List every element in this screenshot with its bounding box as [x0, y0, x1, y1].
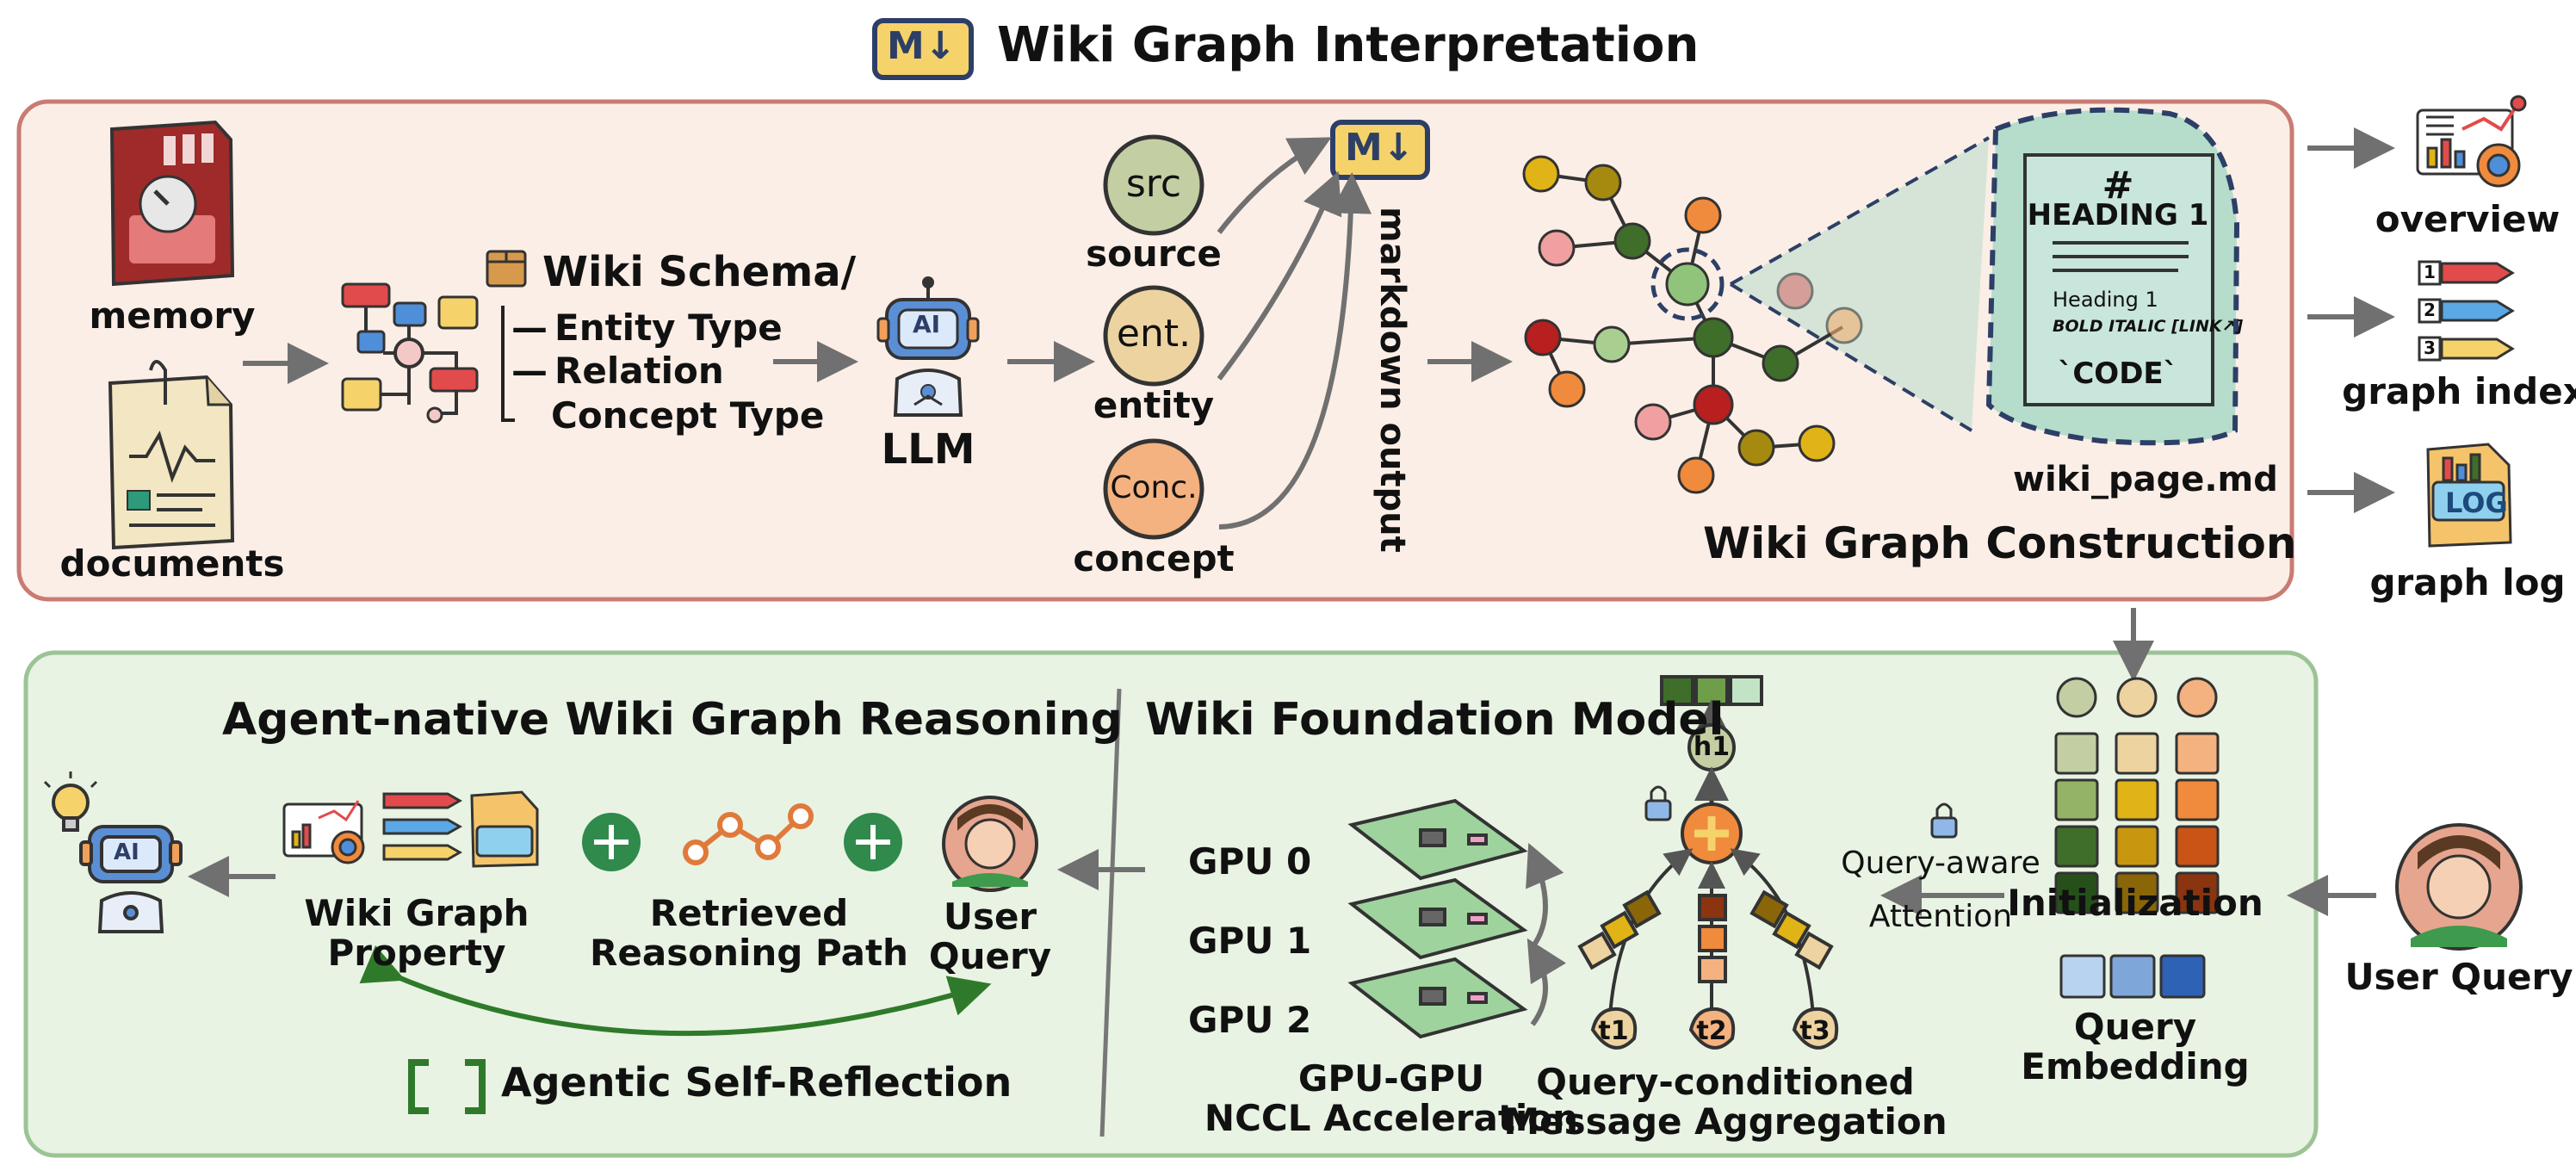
- memory-label: memory: [89, 294, 256, 337]
- memory-card-icon: [109, 120, 235, 287]
- markdown-output-label: markdown output: [1372, 207, 1412, 553]
- initialization-label: Initialization: [2007, 882, 2263, 924]
- ai-robot-bulb-icon: [43, 771, 183, 933]
- schema-prefix-1: —: [511, 307, 548, 349]
- page-bold-italic: BOLD ITALIC [LINK↗]: [2053, 317, 2244, 336]
- schema-title: Wiki Schema/: [542, 248, 857, 296]
- concept-node-shape: [1103, 438, 1204, 540]
- user-avatar-right: [2395, 823, 2523, 951]
- schema-tree-icon: [341, 282, 479, 424]
- page-hash: #: [2102, 164, 2134, 208]
- property-label-2: Property: [327, 932, 506, 974]
- initialization-matrix: [2054, 677, 2220, 914]
- log-tag: LOG: [2445, 486, 2508, 519]
- page-heading1: HEADING 1: [2027, 198, 2209, 232]
- gpu-boards: [1347, 798, 1528, 1039]
- schema-entity-type: Entity Type: [554, 307, 783, 349]
- zoom-cone: [1731, 138, 1989, 431]
- attention-label-1: Query-aware: [1841, 846, 2040, 881]
- bottom-flow-arrows: [188, 842, 2376, 1026]
- graph-log-label: graph log: [2369, 561, 2566, 604]
- graph-log-icon: [2426, 443, 2512, 548]
- reasoning-title: Agent-native Wiki Graph Reasoning: [222, 694, 1123, 746]
- schema-prefix-2: —: [511, 350, 548, 392]
- gpu-0-label: GPU 0: [1188, 840, 1312, 883]
- bottom-divider: [1099, 688, 1122, 1137]
- attention-label-2: Attention: [1868, 899, 2013, 934]
- graph-index-icon: [2418, 260, 2515, 362]
- nccl-label-1: GPU-GPU: [1297, 1057, 1485, 1100]
- documents-label: documents: [59, 542, 285, 585]
- concept-node-tag: Conc.: [1110, 470, 1198, 505]
- reflection-loop-icon: [408, 1059, 486, 1114]
- lock-icon: [1644, 785, 1672, 821]
- bottom-robot-ai-text: AI: [114, 840, 139, 865]
- property-icons: [282, 790, 539, 868]
- t2-label: t2: [1696, 1016, 1727, 1046]
- source-label: source: [1086, 232, 1222, 275]
- index-number-3: 3: [2424, 338, 2436, 358]
- gpu-2-label: GPU 2: [1188, 999, 1312, 1041]
- entity-node-tag: ent.: [1116, 312, 1192, 356]
- index-number-1: 1: [2424, 262, 2436, 282]
- embedding-label-2: Embedding: [2021, 1045, 2250, 1087]
- llm-label: LLM: [881, 425, 975, 474]
- robot-ai-text: AI: [913, 310, 941, 338]
- source-node-tag: src: [1125, 162, 1182, 206]
- document-icon: [108, 360, 235, 550]
- aggregation-graph: [1577, 675, 1839, 1050]
- robot-llm-icon: [876, 276, 980, 417]
- path-label-2: Reasoning Path: [590, 932, 908, 974]
- plus-icon: [582, 813, 641, 871]
- attention-lock-icon: [1930, 802, 1958, 839]
- user-query-left-2: Query: [928, 935, 1052, 977]
- reasoning-path-icon: [683, 803, 814, 865]
- path-label-1: Retrieved: [649, 892, 849, 934]
- h1-label: h1: [1693, 732, 1731, 762]
- markdown-output-badge-text: M↓: [1345, 126, 1415, 170]
- overview-chart-icon: [2416, 95, 2527, 188]
- user-query-right-label: User Query: [2344, 956, 2573, 998]
- source-node-shape: [1103, 134, 1204, 236]
- aggregation-label-1: Query-conditioned: [1536, 1061, 1915, 1103]
- foundation-title: Wiki Foundation Model: [1145, 694, 1725, 746]
- title-badge-text: M↓: [887, 24, 957, 68]
- index-number-2: 2: [2424, 300, 2436, 320]
- gpu-1-label: GPU 1: [1188, 920, 1312, 962]
- plus-icon-2: [844, 813, 902, 871]
- graph-nodes: [1522, 155, 1863, 494]
- markdown-output-badge-icon: [1330, 120, 1430, 180]
- embedding-label-1: Query: [2073, 1006, 2197, 1048]
- graph-index-label: graph index: [2342, 370, 2576, 412]
- aggregation-label-2: Message Aggregation: [1503, 1100, 1947, 1143]
- query-embedding-blocks: [2059, 954, 2206, 999]
- graph-construction-label: Wiki Graph Construction: [1703, 518, 2297, 568]
- wiki-page-filename: wiki_page.md: [2013, 460, 2278, 499]
- package-icon: [486, 250, 527, 288]
- self-reflection-arrow: [359, 945, 992, 1037]
- concept-label: concept: [1073, 537, 1235, 579]
- page-heading-small: Heading 1: [2053, 288, 2158, 312]
- entity-label: entity: [1093, 384, 1215, 426]
- page-title: Wiki Graph Interpretation: [997, 17, 1700, 73]
- user-avatar-left: [942, 796, 1038, 892]
- entity-node-shape: [1103, 285, 1204, 387]
- property-label-1: Wiki Graph: [304, 892, 529, 934]
- page-code: `CODE`: [2058, 356, 2178, 391]
- top-flow-arrows: [243, 127, 2395, 682]
- self-reflection-label: Agentic Self-Reflection: [501, 1059, 1012, 1106]
- t3-label: t3: [1799, 1016, 1830, 1046]
- t1-label: t1: [1598, 1016, 1629, 1046]
- user-query-left-1: User: [943, 895, 1037, 938]
- overview-label: overview: [2375, 198, 2561, 240]
- markdown-logo-icon: [872, 18, 974, 80]
- schema-relation: Relation: [554, 350, 724, 392]
- schema-concept-type: Concept Type: [551, 394, 825, 437]
- nccl-label-2: NCCL Acceleration: [1204, 1097, 1579, 1139]
- wiki-page-card: [1985, 107, 2240, 446]
